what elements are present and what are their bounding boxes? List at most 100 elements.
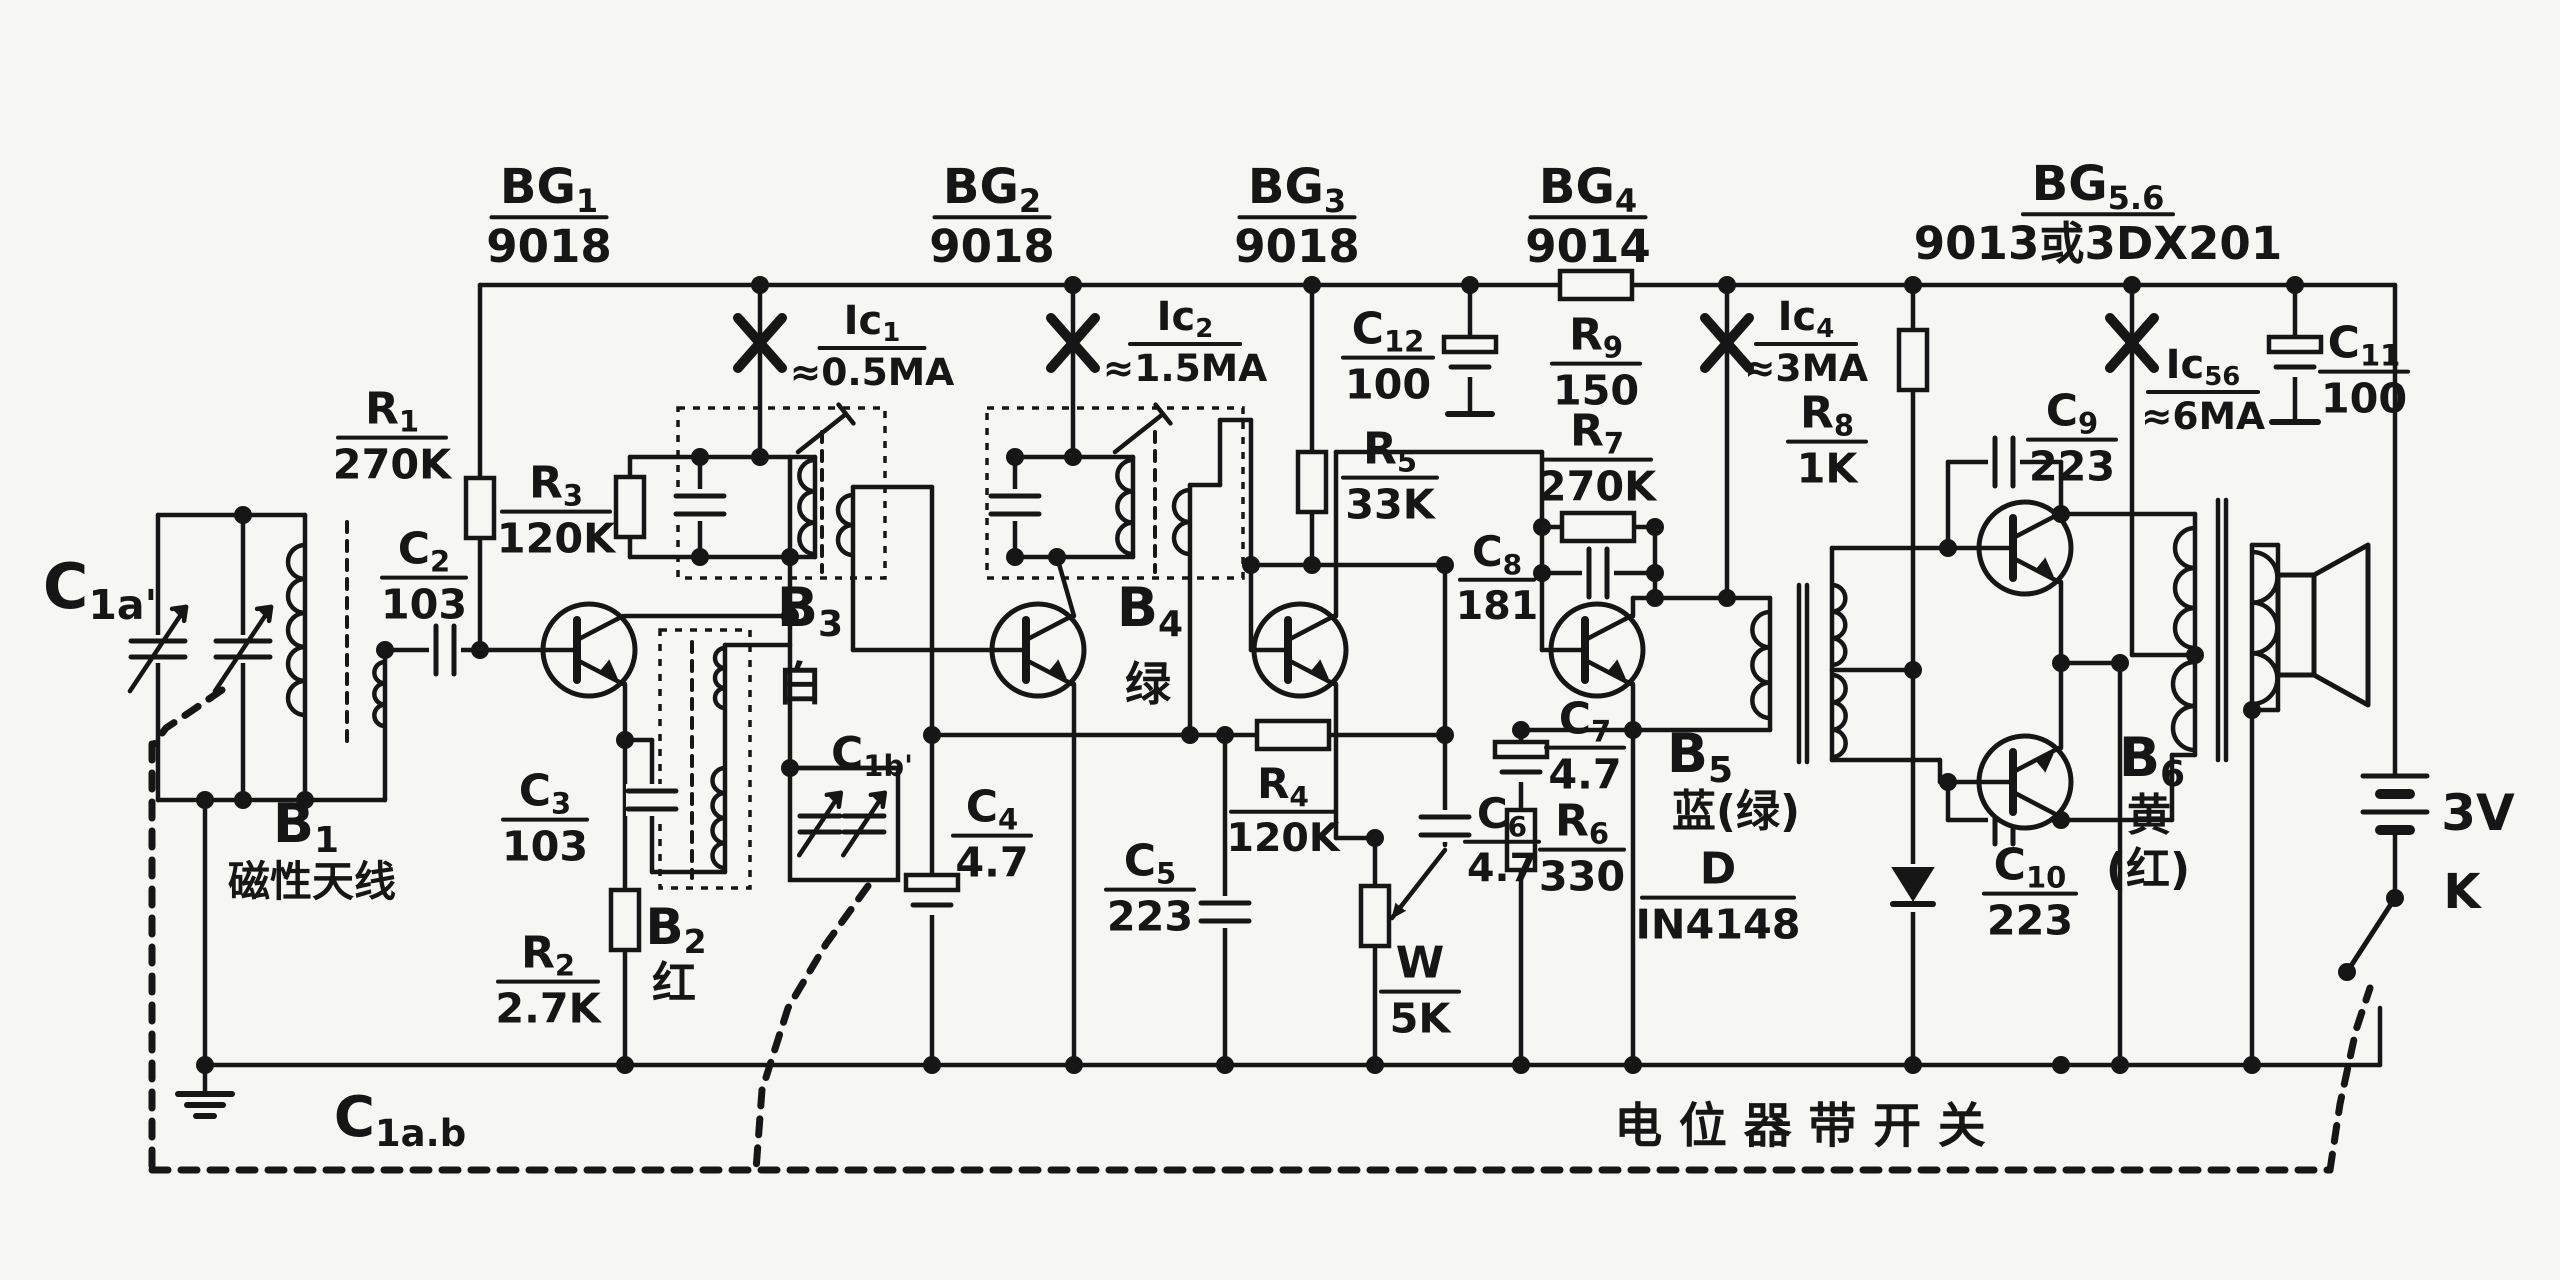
svg-text:BG4: BG4 [1539, 159, 1637, 220]
pot-wiper-arrow [1389, 847, 1448, 921]
svg-text:电 位 器 带 开 关: 电 位 器 带 开 关 [1614, 1098, 1986, 1154]
svg-text:C12: C12 [1352, 304, 1425, 359]
resistor-W [1358, 883, 1392, 949]
label-B5n: 蓝(绿) [1672, 786, 1800, 837]
svg-text:R6: R6 [1555, 796, 1609, 851]
resistors-layer [463, 268, 1930, 953]
svg-text:K: K [2443, 864, 2482, 920]
svg-text:C1b': C1b' [831, 728, 913, 783]
current-test-marks [733, 313, 2159, 373]
svg-text:5K: 5K [1390, 995, 1453, 1043]
label-Ic4: Ic4≈3MA [1744, 294, 1868, 390]
svg-text:Ic4: Ic4 [1778, 294, 1835, 344]
svg-text:IN4148: IN4148 [1635, 901, 1800, 949]
svg-text:≈3MA: ≈3MA [1744, 346, 1868, 390]
label-D: D IN4148 [1635, 844, 1800, 949]
svg-text:3V: 3V [2441, 784, 2515, 842]
svg-text:R7: R7 [1570, 406, 1624, 461]
resistor-R3 [613, 474, 647, 540]
svg-text:100: 100 [2321, 375, 2407, 423]
transistor-BG2 [989, 601, 1087, 699]
label-B4: B4 [1117, 576, 1183, 645]
svg-text:磁性天线: 磁性天线 [228, 857, 396, 906]
svg-text:150: 150 [1553, 367, 1639, 415]
svg-text:9014: 9014 [1525, 220, 1651, 273]
gang-dashed-lines [148, 686, 2374, 1174]
label-B1: B1 [273, 792, 339, 861]
svg-text:R1: R1 [365, 384, 419, 439]
svg-text:C2: C2 [398, 524, 450, 579]
label-R2: R22.7K [495, 928, 602, 1033]
svg-text:R3: R3 [529, 458, 583, 513]
capacitors-layer [428, 334, 2324, 929]
capacitor-C4 [903, 872, 961, 916]
svg-text:C3: C3 [519, 766, 571, 821]
transistor-BG5 [1976, 499, 2074, 597]
svg-text:C5: C5 [1124, 836, 1176, 891]
label-Ic1: Ic1≈0.5MA [790, 298, 955, 394]
svg-text:270K: 270K [1538, 463, 1658, 511]
svg-text:红: 红 [652, 958, 696, 1009]
svg-text:D: D [1700, 844, 1737, 895]
label-B6: B6 [2119, 726, 2185, 795]
resistor-R1 [463, 475, 497, 541]
diode-D [1888, 863, 1938, 913]
label-C6: C64.7 [1463, 789, 1541, 891]
svg-text:BG2: BG2 [943, 159, 1041, 220]
svg-text:9013或3DX201: 9013或3DX201 [1914, 217, 2282, 270]
svg-text:103: 103 [381, 581, 467, 629]
battery-3v [2360, 773, 2430, 835]
svg-text:9018: 9018 [929, 220, 1055, 273]
transistor-BG1 [540, 601, 638, 699]
ground-symbol [175, 1091, 235, 1119]
label-C1a: C1a' [43, 550, 157, 629]
label-K: K [2443, 864, 2482, 920]
capacitor-tankB3 [673, 488, 727, 522]
svg-text:C6: C6 [1477, 789, 1527, 843]
capacitor-C5 [1198, 895, 1252, 929]
svg-text:C4: C4 [966, 782, 1018, 837]
resistor-R5 [1295, 449, 1329, 515]
svg-text:4.7: 4.7 [1467, 845, 1537, 891]
svg-text:100: 100 [1345, 361, 1431, 409]
svg-text:Ic1: Ic1 [844, 298, 901, 348]
label-B2: B2 [645, 898, 706, 961]
label-B3: B3 [777, 576, 843, 645]
label-C1ab: C1a.b [334, 1085, 466, 1155]
power-switch-K [2344, 895, 2398, 975]
speaker [2275, 542, 2371, 708]
svg-text:≈6MA: ≈6MA [2141, 394, 2265, 438]
capacitor-C9 [1987, 435, 2021, 489]
svg-text:C8: C8 [1472, 527, 1522, 581]
svg-text:270K: 270K [333, 441, 453, 489]
label-B4n: 绿 [1125, 657, 1172, 711]
svg-text:C1a': C1a' [43, 550, 157, 629]
varicap-C1a-1 [127, 604, 189, 694]
svg-text:BG1: BG1 [500, 159, 598, 220]
transistors-layer [540, 499, 2074, 831]
svg-text:R8: R8 [1800, 388, 1854, 443]
label-B3n: 白 [777, 657, 823, 711]
svg-text:R2: R2 [521, 928, 575, 983]
svg-text:181: 181 [1456, 583, 1538, 629]
svg-text:33K: 33K [1345, 481, 1437, 529]
varicap-C1a-2 [212, 604, 274, 694]
transformer-shield-boxes [658, 406, 1245, 890]
label-Ic56: Ic56≈6MA [2141, 342, 2265, 438]
capacitor-C7 [1492, 739, 1550, 783]
svg-text:1K: 1K [1797, 445, 1860, 493]
svg-text:≈0.5MA: ≈0.5MA [790, 350, 955, 394]
label-C7: C74.7 [1544, 694, 1626, 799]
